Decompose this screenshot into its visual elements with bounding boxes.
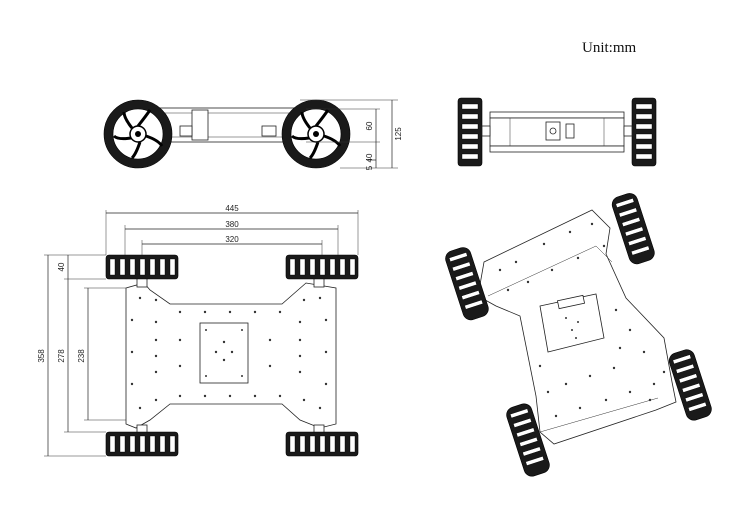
front-view: [457, 97, 657, 167]
dim-top-width-mid: 278: [57, 349, 66, 363]
iso-view-wheel-rl: [506, 403, 550, 477]
side-view-wheel-left: [103, 99, 173, 169]
side-view-body: [147, 107, 307, 143]
side-view: 125 60 40 5: [103, 99, 403, 170]
dim-top-length-mid: 380: [225, 220, 239, 229]
top-view: 445 380 320 358 278 238 40: [37, 204, 359, 457]
iso-view-wheel-fl: [445, 247, 489, 321]
side-view-wheel-right: [281, 99, 351, 169]
isometric-view: [445, 193, 712, 477]
dim-top-wheel-width: 40: [57, 262, 66, 271]
iso-view-wheel-fr: [611, 193, 655, 265]
unit-label: Unit:mm: [582, 40, 637, 56]
dim-side-clearance-b: 5: [365, 165, 374, 170]
dim-side-clearance-a: 40: [365, 153, 374, 162]
top-view-wheel-fr: [285, 254, 359, 280]
top-view-wheel-rl: [105, 431, 179, 457]
dim-top-width-inner: 238: [77, 349, 86, 363]
iso-view-holes: [498, 222, 666, 418]
dim-side-height-total: 125: [394, 127, 403, 141]
top-view-holes: [130, 296, 328, 410]
iso-view-wheel-rr: [668, 349, 712, 421]
top-view-wheel-fl: [105, 254, 179, 280]
top-view-center-plate: [199, 322, 249, 384]
dim-top-width-total: 358: [37, 349, 46, 363]
dim-top-length-inner: 320: [225, 235, 239, 244]
side-view-motor-block: [191, 109, 209, 141]
top-view-wheel-rr: [285, 431, 359, 457]
dim-top-length-total: 445: [225, 204, 239, 213]
dim-side-height-body: 60: [365, 121, 374, 130]
